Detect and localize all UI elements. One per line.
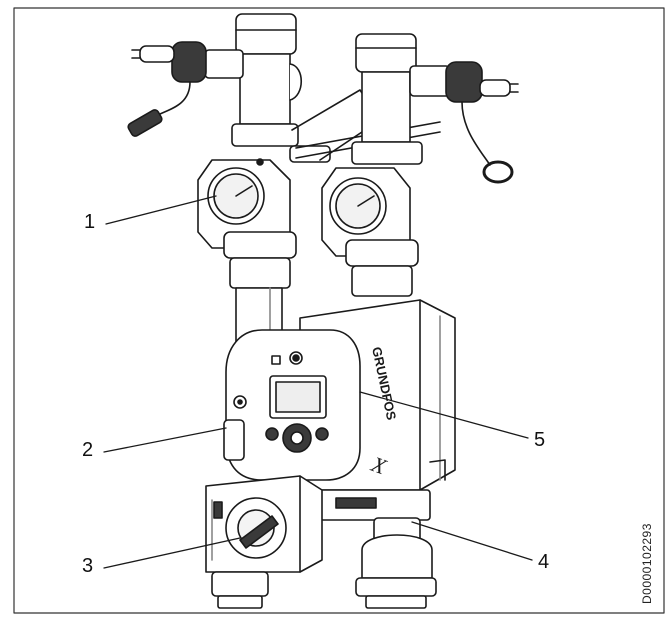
leader-3 (103, 537, 241, 569)
callout-label-2: 2 (82, 439, 94, 461)
circulation-pump (223, 299, 456, 491)
mixing-valve-assembly (205, 475, 437, 609)
leader-5 (359, 391, 529, 439)
figure-frame (13, 7, 665, 614)
leader-2 (103, 427, 227, 453)
callout-label-1: 1 (84, 211, 96, 233)
callout-label-5: 5 (534, 429, 546, 451)
callout-label-4: 4 (538, 551, 550, 573)
callout-leaders (103, 195, 533, 569)
right-pipe-column (321, 33, 519, 297)
leader-1 (105, 195, 217, 225)
document-id: D0000102293 (640, 523, 654, 604)
callout-label-3: 3 (82, 555, 94, 577)
leader-4 (411, 521, 533, 561)
